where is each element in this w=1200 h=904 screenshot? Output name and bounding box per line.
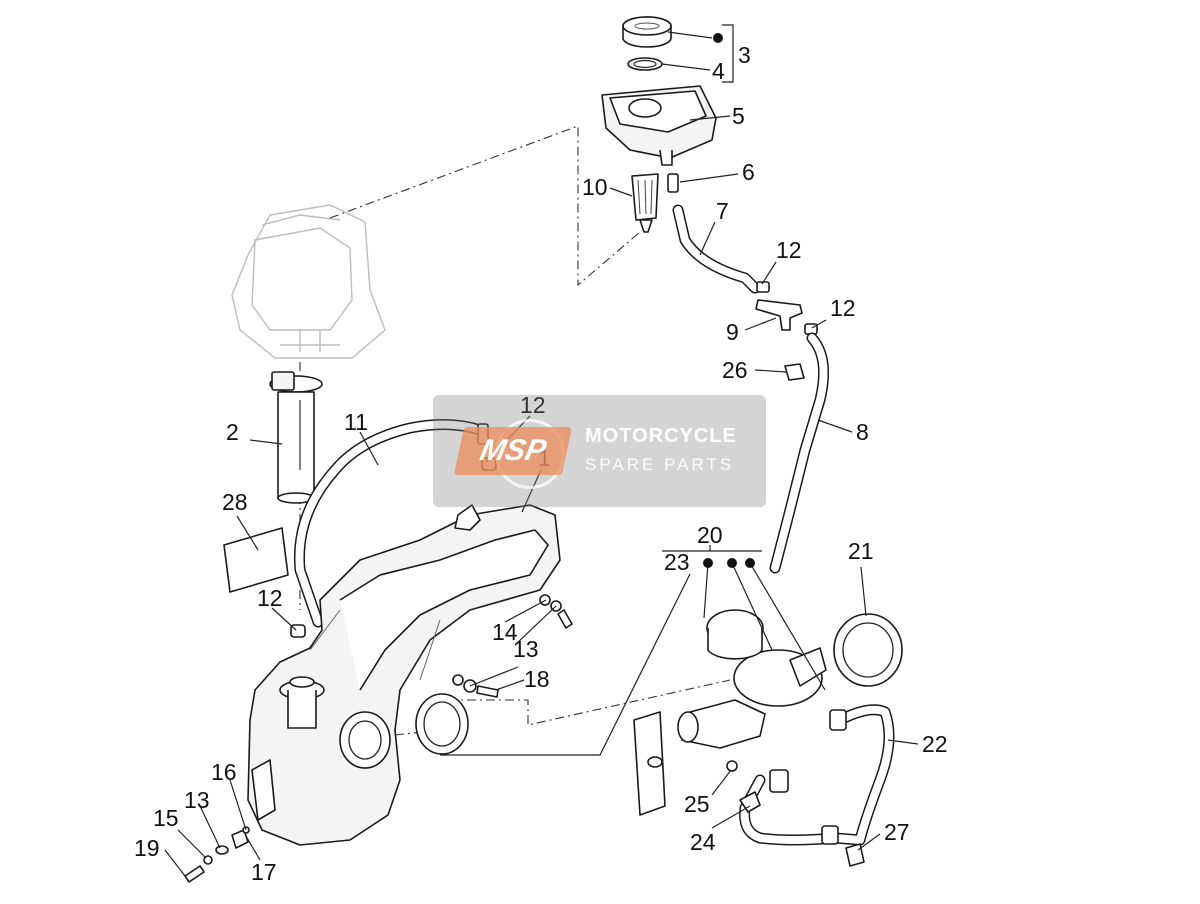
callout-11: 11 xyxy=(344,409,368,435)
part-t-connector xyxy=(755,299,803,331)
callout-7: 7 xyxy=(716,198,729,224)
callout-17: 17 xyxy=(251,859,277,885)
part-filler-funnel xyxy=(601,85,717,166)
watermark-subtitle: SPARE PARTS xyxy=(585,455,735,474)
callout-6: 6 xyxy=(742,159,755,185)
callout-18: 18 xyxy=(524,666,550,692)
part-bolt-set-lower xyxy=(184,826,250,883)
callout-26: 26 xyxy=(722,357,748,383)
callout-9: 9 xyxy=(726,319,739,345)
part-hose-11 xyxy=(293,418,486,628)
callout-13-right: 13 xyxy=(513,636,539,662)
part-screw-25 xyxy=(726,760,738,772)
callout-5: 5 xyxy=(732,103,745,129)
part-fuel-tank xyxy=(247,504,561,846)
frame-ghost-outline xyxy=(231,204,386,359)
part-pump-ring-nut xyxy=(833,613,903,687)
watermark-title: MOTORCYCLE xyxy=(585,425,737,447)
leader-lines xyxy=(164,24,919,877)
callout-13-left: 13 xyxy=(184,787,210,813)
callout-labels: 3 4 5 6 10 7 12 12 9 26 8 2 11 12 1 28 1… xyxy=(134,42,948,885)
part-fuel-line-22 xyxy=(739,704,895,846)
part-bracket-24 xyxy=(739,791,761,813)
callout-14: 14 xyxy=(492,619,518,645)
callout-15: 15 xyxy=(153,805,179,831)
callout-28: 28 xyxy=(222,489,248,515)
callout-3: 3 xyxy=(738,42,751,68)
callout-2: 2 xyxy=(226,419,239,445)
part-hose-fitting xyxy=(667,173,679,193)
callout-12-tank: 12 xyxy=(520,392,546,418)
part-hose-8 xyxy=(769,332,830,574)
part-hose-7 xyxy=(672,204,761,294)
part-hose-clip xyxy=(784,363,805,381)
callout-12-right: 12 xyxy=(830,295,856,321)
callout-24: 24 xyxy=(690,829,716,855)
part-filler-cap xyxy=(622,16,672,48)
callout-16: 16 xyxy=(211,759,237,785)
callout-22: 22 xyxy=(922,731,948,757)
watermark-badge: MSP MOTORCYCLE SPARE PARTS xyxy=(433,395,766,507)
callout-25: 25 xyxy=(684,791,710,817)
callout-21: 21 xyxy=(848,538,874,564)
part-gasket-sheet xyxy=(223,527,289,593)
callout-19: 19 xyxy=(134,835,160,861)
callout-23: 23 xyxy=(664,549,690,575)
callout-8: 8 xyxy=(856,419,869,445)
part-fuel-level-sender xyxy=(269,371,323,504)
callout-10: 10 xyxy=(582,174,608,200)
watermark-logo: MSP xyxy=(453,427,573,475)
callout-27: 27 xyxy=(884,819,910,845)
callout-12-top: 12 xyxy=(776,237,802,263)
callout-4: 4 xyxy=(712,58,725,84)
part-tank-seal-ring xyxy=(415,693,469,755)
callout-20: 20 xyxy=(697,522,723,548)
part-fuel-pump-assembly xyxy=(677,609,827,749)
part-pump-filter-sheet xyxy=(633,711,666,816)
part-cap-gasket xyxy=(627,57,663,71)
callout-12-left: 12 xyxy=(257,585,283,611)
part-filler-filter xyxy=(631,173,659,233)
set-marker-dots xyxy=(703,33,755,568)
